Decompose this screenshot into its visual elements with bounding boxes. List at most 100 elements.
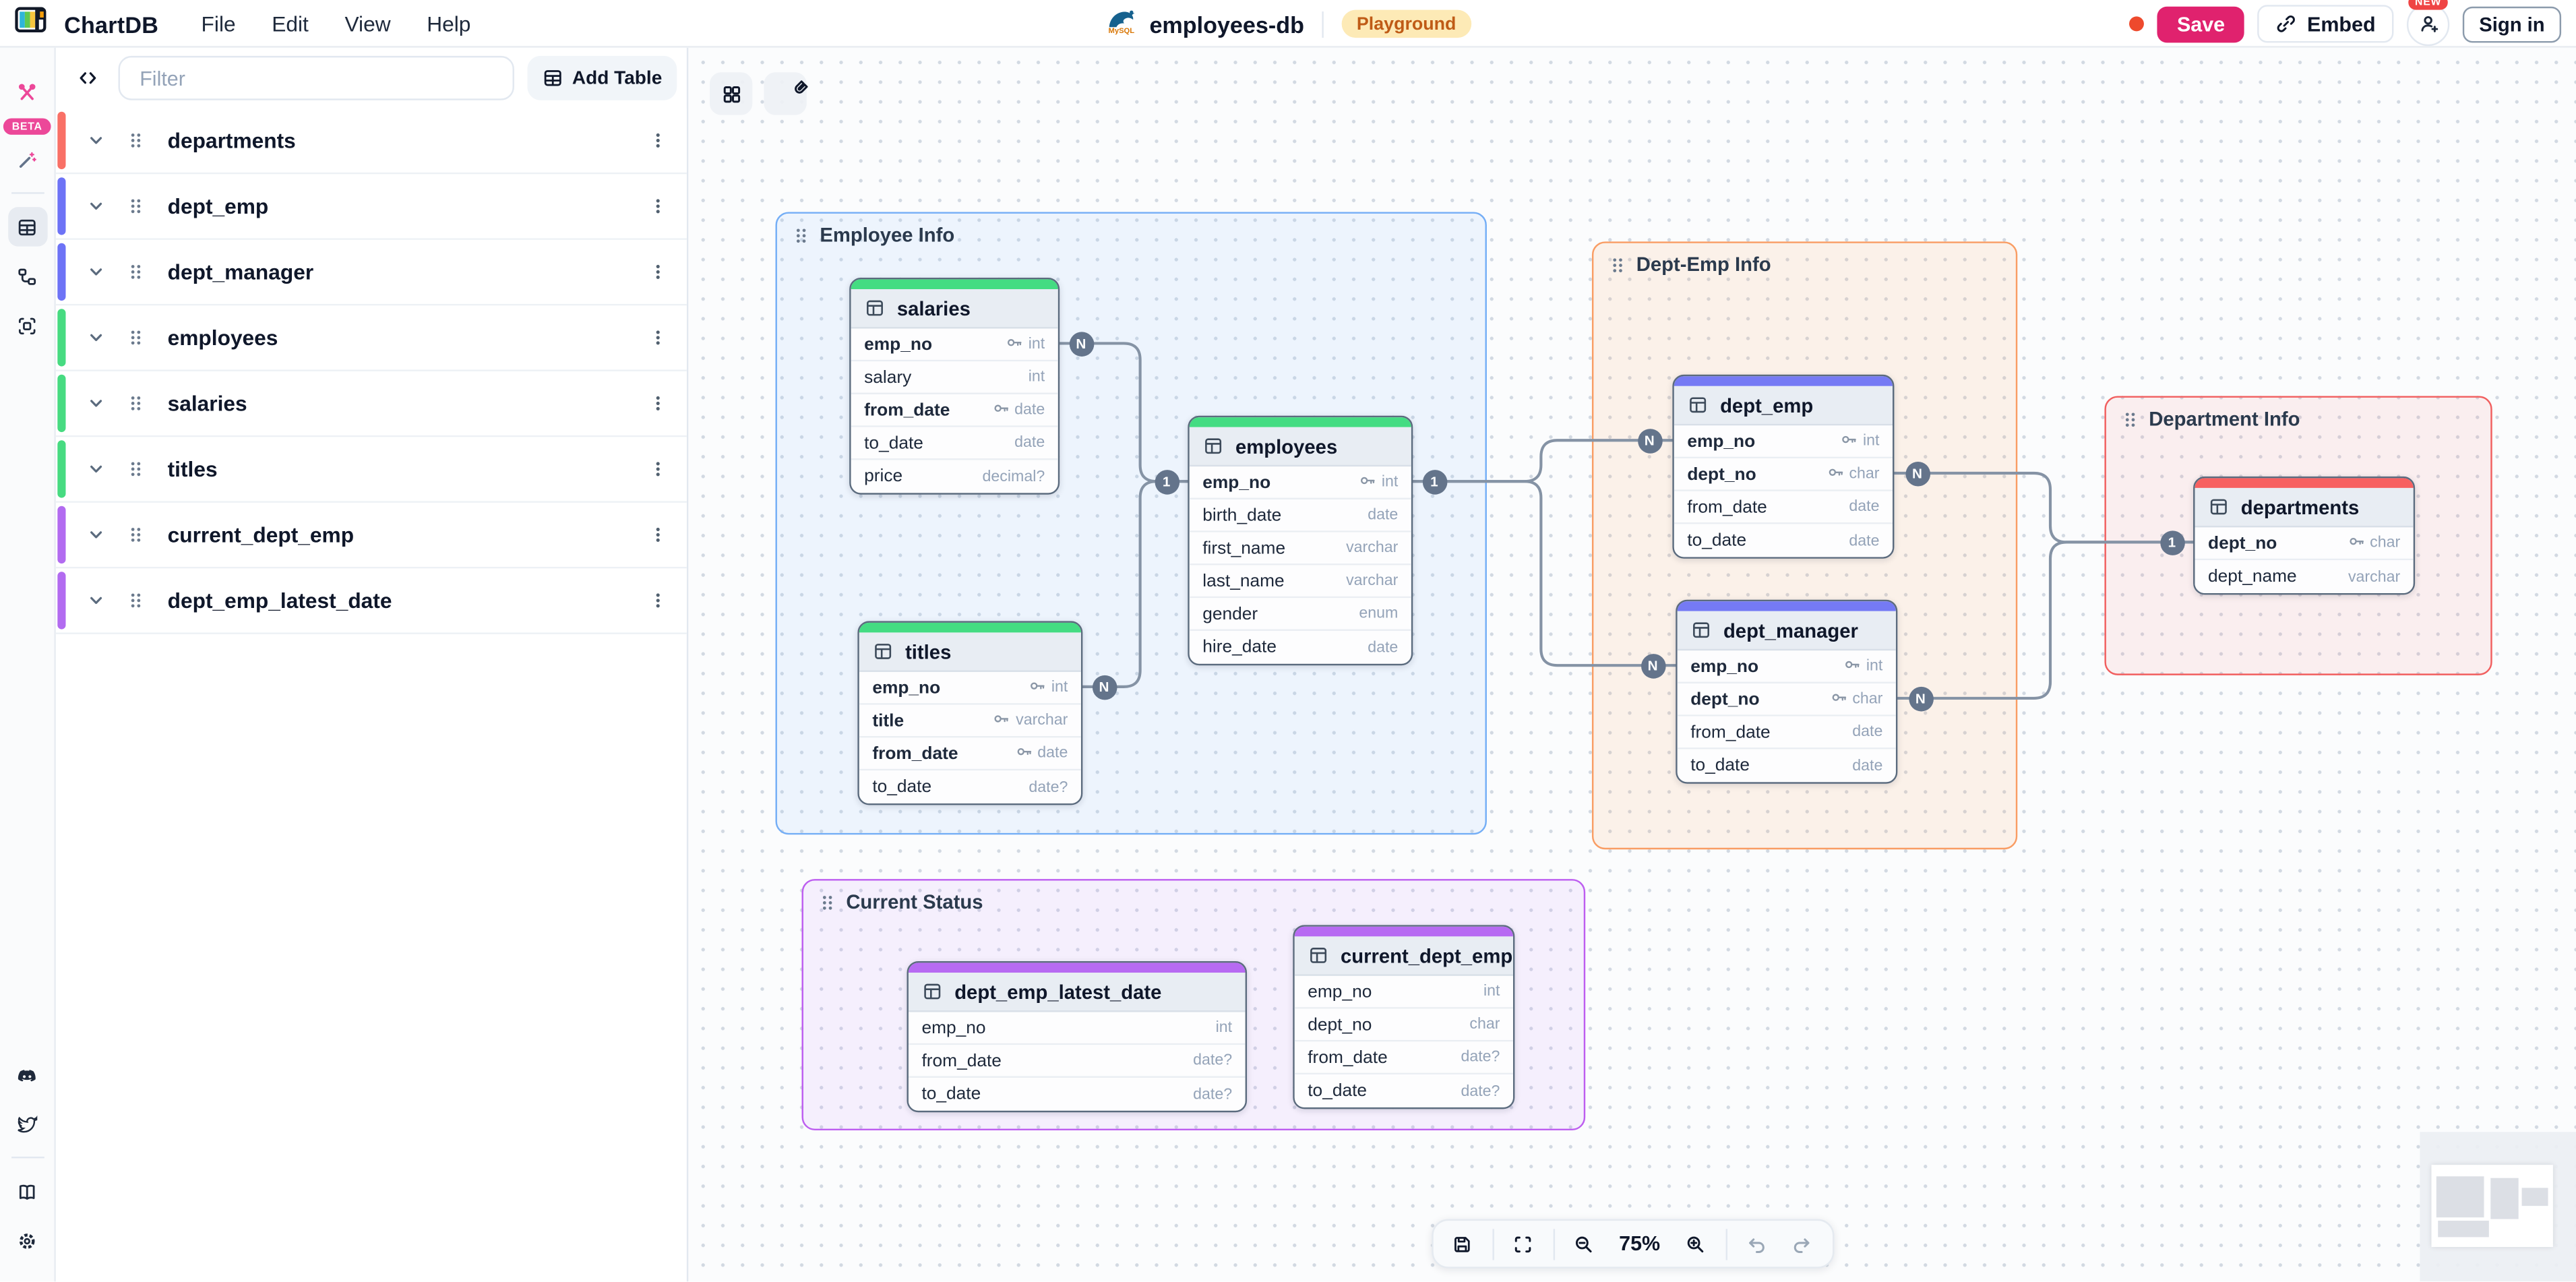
drag-handle-icon[interactable] [2119, 408, 2141, 430]
table-header[interactable]: current_dept_emp [1294, 936, 1513, 976]
chevron-down-icon[interactable] [82, 127, 109, 154]
table-menu-button[interactable] [644, 522, 671, 548]
sidebar-table-departments[interactable]: departments [55, 108, 687, 175]
sidebar-table-dept_emp_latest_date[interactable]: dept_emp_latest_date [55, 568, 687, 634]
diagram-name[interactable]: employees-db [1149, 10, 1304, 37]
table-header[interactable]: dept_emp_latest_date [908, 973, 1246, 1012]
sidebar-table-salaries[interactable]: salaries [55, 371, 687, 437]
chevron-down-icon[interactable] [82, 259, 109, 285]
menu-help[interactable]: Help [427, 11, 471, 36]
drag-handle-icon[interactable] [121, 324, 148, 350]
zoom-level[interactable]: 75% [1619, 1232, 1661, 1256]
sidebar-table-titles[interactable]: titles [55, 437, 687, 503]
magic-wand-icon[interactable] [7, 140, 47, 179]
filter-input[interactable] [136, 65, 497, 92]
table-header[interactable]: titles [859, 632, 1081, 672]
areas-panel-button[interactable] [7, 305, 47, 345]
zoom-in-button[interactable] [1674, 1224, 1717, 1264]
table-menu-button[interactable] [644, 127, 671, 154]
drag-handle-icon[interactable] [121, 193, 148, 219]
table-header[interactable]: dept_emp [1674, 386, 1893, 426]
chevron-down-icon[interactable] [82, 456, 109, 482]
relationships-panel-button[interactable] [7, 256, 47, 296]
save-diagram-button[interactable] [1441, 1224, 1483, 1264]
table-menu-button[interactable] [644, 390, 671, 417]
drag-handle-icon[interactable] [121, 522, 148, 548]
drag-handle-icon[interactable] [121, 456, 148, 482]
embed-button[interactable]: Embed [2257, 5, 2394, 43]
ai-pencils-button[interactable] [7, 72, 47, 112]
minimap[interactable] [2420, 1132, 2576, 1282]
table-menu-button[interactable] [644, 193, 671, 219]
sidebar-table-employees[interactable]: employees [55, 305, 687, 371]
drag-handle-icon[interactable] [790, 224, 811, 246]
table-header[interactable]: dept_manager [1677, 611, 1896, 651]
table-menu-button[interactable] [644, 456, 671, 482]
invite-user-button[interactable] [2406, 2, 2450, 46]
chartdb-logo-icon[interactable] [15, 7, 49, 41]
table-header[interactable]: departments [2195, 487, 2414, 528]
table-menu-button[interactable] [644, 587, 671, 613]
add-table-button[interactable]: Add Table [528, 55, 677, 100]
redo-button[interactable] [1781, 1224, 1823, 1264]
docs-book-icon[interactable] [7, 1171, 47, 1211]
chevron-down-icon[interactable] [82, 193, 109, 219]
chevron-down-icon[interactable] [82, 324, 109, 350]
sidebar-table-current_dept_emp[interactable]: current_dept_emp [55, 502, 687, 569]
drag-handle-icon[interactable] [121, 259, 148, 285]
menu-file[interactable]: File [201, 11, 236, 36]
sign-in-button[interactable]: Sign in [2462, 5, 2562, 42]
drag-handle-icon[interactable] [816, 891, 838, 913]
snap-magnet-button[interactable] [764, 72, 807, 115]
tables-panel-button[interactable] [7, 207, 47, 247]
drag-handle-icon[interactable] [121, 587, 148, 613]
sidebar-table-dept_emp[interactable]: dept_emp [55, 174, 687, 240]
discord-icon[interactable] [7, 1055, 47, 1095]
table-header[interactable]: salaries [851, 289, 1058, 329]
twitter-icon[interactable] [7, 1104, 47, 1144]
overview-grid-button[interactable] [710, 72, 753, 115]
save-button[interactable]: Save [2157, 5, 2245, 42]
chevron-down-icon[interactable] [82, 390, 109, 417]
menu-edit[interactable]: Edit [272, 11, 309, 36]
drag-handle-icon[interactable] [121, 390, 148, 417]
settings-gear-icon[interactable] [7, 1221, 47, 1260]
table-menu-button[interactable] [644, 324, 671, 350]
chevron-down-icon[interactable] [82, 522, 109, 548]
fit-view-button[interactable] [1502, 1224, 1544, 1264]
zoom-out-button[interactable] [1562, 1224, 1605, 1264]
undo-button[interactable] [1735, 1224, 1777, 1264]
